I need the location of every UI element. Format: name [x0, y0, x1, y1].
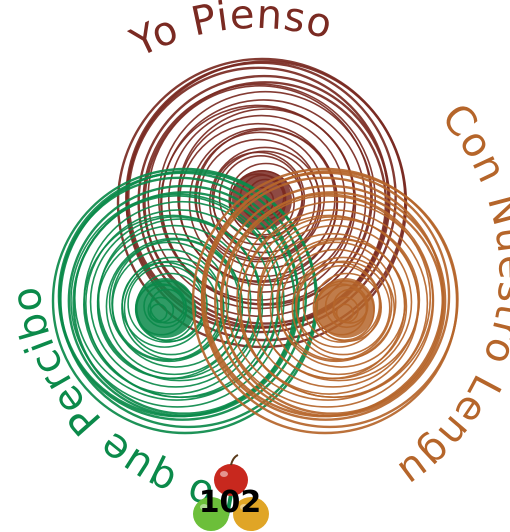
ring-language	[280, 248, 393, 361]
apple-yellow-icon	[233, 497, 269, 531]
ring-language	[275, 241, 397, 363]
ring-perceive	[70, 193, 285, 408]
ring-perceive	[105, 237, 244, 376]
ring-perceive	[121, 261, 208, 348]
ring-perceive	[83, 214, 264, 395]
circle-group-language	[191, 167, 459, 435]
apple-badge: 102	[193, 454, 269, 531]
ring-perceive	[123, 260, 219, 356]
ring-perceive	[84, 209, 274, 398]
ring-perceive	[73, 195, 280, 401]
ring-perceive	[67, 184, 300, 418]
ring-perceive	[111, 248, 224, 361]
ring-think	[125, 61, 397, 334]
ring-perceive	[72, 191, 297, 415]
core-perceive	[135, 278, 195, 338]
label-top: Yo Pienso	[123, 0, 337, 67]
ring-think	[157, 90, 373, 306]
ring-language	[302, 265, 381, 343]
ring-perceive	[108, 241, 230, 363]
badge-number: 102	[199, 485, 262, 520]
ring-language	[220, 191, 445, 415]
ring-language	[214, 184, 447, 418]
circle-group-perceive	[51, 167, 319, 435]
apple-red-icon	[214, 454, 248, 496]
ring-language	[291, 256, 396, 361]
ring-language	[269, 237, 408, 376]
apple-green-icon	[193, 497, 229, 531]
ring-think	[143, 81, 388, 325]
ring-language	[247, 216, 420, 388]
label-top-text: Yo Pienso	[123, 0, 336, 67]
ring-language	[225, 195, 432, 401]
core-language	[315, 278, 375, 338]
ring-language	[312, 272, 383, 343]
ring-think	[228, 162, 304, 238]
ring-language	[200, 171, 451, 421]
